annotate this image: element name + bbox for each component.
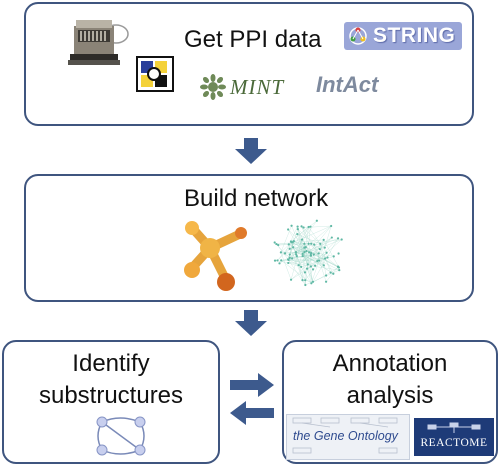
intact-logo: IntAct [316,72,396,102]
reactome-logo-text: REACTOME [420,437,488,449]
gene-ontology-logo-text: the Gene Ontology [293,429,398,443]
build-network-box [24,174,474,302]
identify-title-line-2: substructures [38,382,184,409]
get-ppi-data-title: Get PPI data [184,26,322,53]
build-network-title: Build network [184,185,329,212]
lab-instrument-icon [64,14,130,68]
module-graph-icon [88,412,154,460]
gene-ontology-logo: the Gene Ontology [286,414,410,460]
mint-logo: MINT [200,72,300,102]
string-logo-text: STRING [373,24,456,47]
right-arrow-icon [230,373,274,397]
left-arrow-icon [230,401,274,425]
down-arrow-icon [235,138,267,164]
mint-logo-text: MINT [230,75,285,99]
annotation-title-line-2: analysis [346,382,434,409]
identify-title-line-1: Identify [72,350,150,377]
cytoscape-logo-icon [180,216,252,294]
intact-logo-text: IntAct [316,72,379,97]
string-logo: STRING [344,22,462,50]
database-logo-icon [136,56,174,92]
annotation-title-line-1: Annotation [332,350,448,377]
down-arrow-icon [235,310,267,336]
annotation-analysis-title: Annotation analysis [282,348,498,412]
network-graph-icon [264,212,354,292]
identify-substructures-box [2,340,220,464]
identify-substructures-title: Identify substructures [2,348,220,412]
reactome-logo: REACTOME [414,418,494,456]
